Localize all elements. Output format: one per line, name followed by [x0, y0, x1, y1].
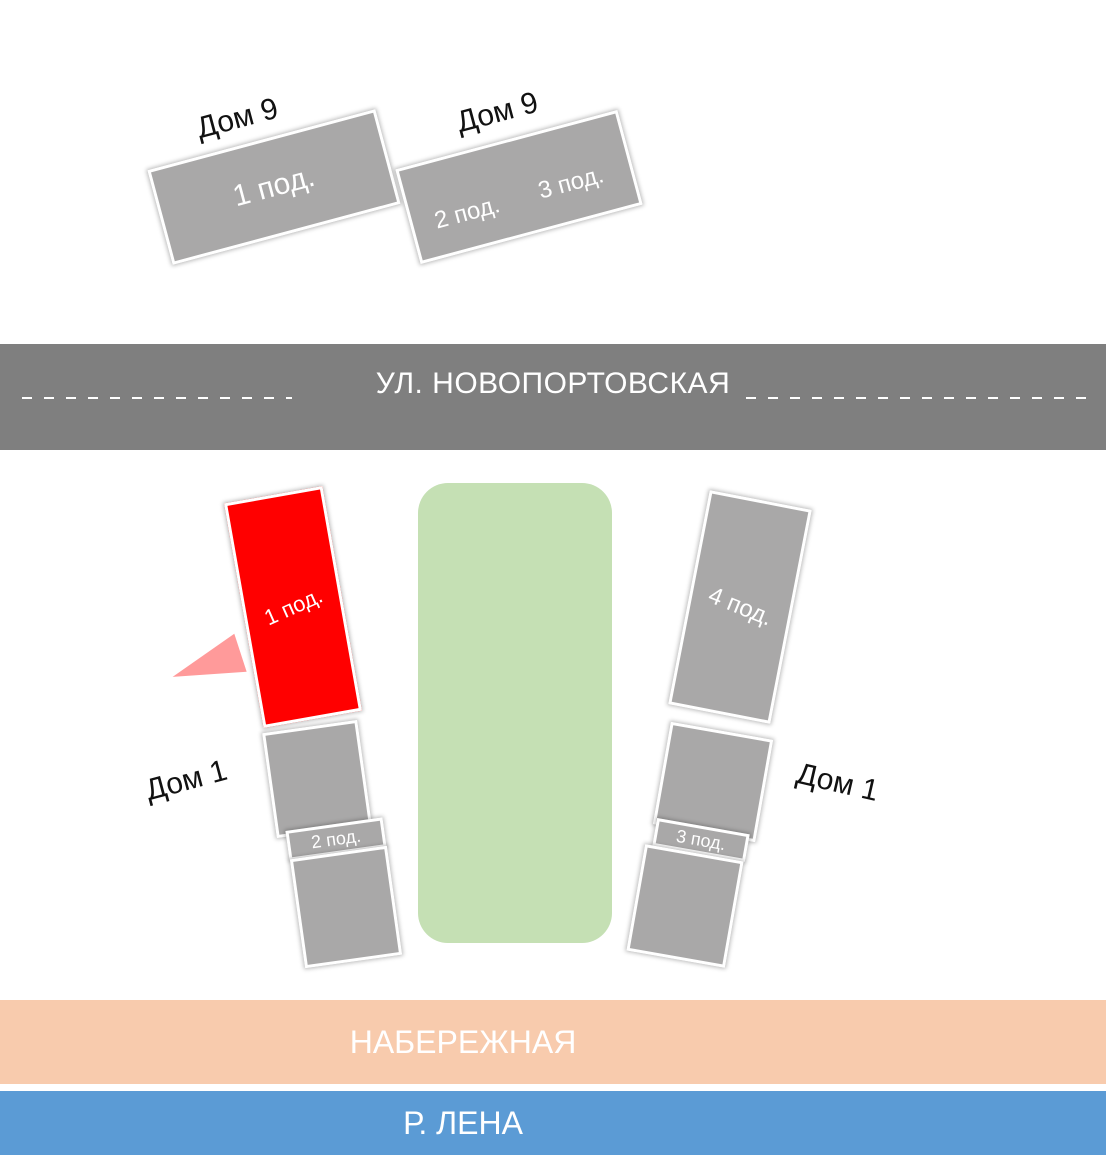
dom9-building-2: 2 под. 3 под.	[395, 109, 643, 265]
road-name-label: УЛ. НОВОПОРТОВСКАЯ	[0, 367, 1106, 401]
river-lena: Р. ЛЕНА	[0, 1091, 1106, 1155]
embankment: НАБЕРЕЖНАЯ	[0, 1000, 1106, 1084]
dom1-entrance-2-label: 2 под.	[309, 825, 363, 852]
dom9-building-1: 1 под.	[147, 109, 401, 265]
dom1-right-lower-section	[626, 844, 744, 968]
dom9-entrance-3-label: 3 под.	[535, 161, 607, 205]
dom1-entrance-4-section: 4 под.	[668, 490, 812, 724]
road-name-text: УЛ. НОВОПОРТОВСКАЯ	[367, 367, 739, 400]
road-center-dashes-right	[680, 397, 1090, 399]
dom9-entrance-1-label: 1 под.	[229, 159, 319, 214]
dom9-right-label: Дом 9	[453, 85, 542, 140]
river-label: Р. ЛЕНА	[403, 1104, 523, 1141]
entrance-marker-icon	[165, 633, 247, 695]
courtyard-park	[418, 483, 612, 943]
dom1-left-label: Дом 1	[142, 753, 231, 808]
dom9-entrance-2-label: 2 под.	[431, 191, 503, 235]
dom1-entrance-4-label: 4 под.	[704, 581, 777, 632]
dom1-left-lower-section	[289, 845, 403, 969]
dom1-entrance-1-section: 1 под.	[223, 486, 363, 728]
road-center-dashes-left	[22, 397, 292, 399]
dom1-entrance-1-label: 1 под.	[259, 582, 326, 631]
dom1-right-label: Дом 1	[793, 757, 882, 808]
embankment-label: НАБЕРЕЖНАЯ	[349, 1023, 577, 1060]
